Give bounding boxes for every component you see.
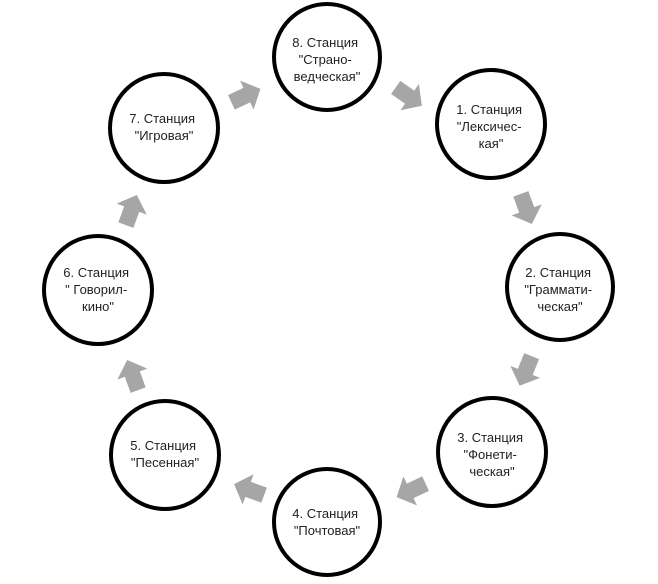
station-7-circle: [108, 72, 220, 184]
station-6-label: 6. Станция " Говорил- кино": [63, 265, 132, 314]
arrow-8-to-1: [391, 80, 422, 111]
arrow-2-to-3: [510, 353, 541, 386]
station-4: 4. Станция "Почтовая": [272, 467, 382, 577]
station-2: 2. Станция "Граммати- ческая": [505, 232, 615, 342]
station-2-circle: [505, 232, 615, 342]
station-1: 1. Станция "Лексичес- кая": [435, 68, 547, 180]
station-8-label: 8. Станция "Страно- ведческая": [292, 35, 361, 84]
station-3-label: 3. Станция "Фонети- ческая": [457, 430, 526, 479]
station-4-line-1: 4. Станция: [292, 506, 358, 521]
arrow-3-to-4: [396, 476, 429, 506]
arrow-1-to-2: [511, 191, 542, 224]
station-1-label: 1. Станция "Лексичес- кая": [456, 102, 525, 151]
station-7-line-2: "Игровая": [135, 128, 194, 143]
arrow-6-to-7: [116, 195, 147, 228]
arrow-7-to-8: [228, 80, 261, 110]
station-4-label: 4. Станция "Почтовая": [292, 506, 361, 538]
station-2-label: 2. Станция "Граммати- ческая": [524, 265, 595, 314]
station-2-line-2: "Граммати-: [524, 282, 592, 297]
station-1-line-2: "Лексичес-: [457, 119, 522, 134]
station-4-line-2: "Почтовая": [294, 523, 361, 538]
station-5: 5. Станция "Песенная": [109, 399, 221, 511]
station-2-line-3: ческая": [537, 299, 583, 314]
arrow-4-to-5: [234, 474, 267, 505]
station-5-label: 5. Станция "Песенная": [130, 438, 199, 470]
station-1-circle: [435, 68, 547, 180]
station-5-line-2: "Песенная": [131, 455, 200, 470]
station-3: 3. Станция "Фонети- ческая": [436, 396, 548, 508]
arrow-5-to-6: [117, 360, 148, 393]
station-1-line-3: кая": [479, 136, 504, 151]
station-1-line-1: 1. Станция: [456, 102, 522, 117]
station-6-line-2: " Говорил-: [65, 282, 127, 297]
station-8-line-1: 8. Станция: [292, 35, 358, 50]
station-7-line-1: 7. Станция: [129, 111, 195, 126]
station-3-circle: [436, 396, 548, 508]
station-8-line-3: ведческая": [294, 69, 361, 84]
station-7-label: 7. Станция "Игровая": [129, 111, 198, 143]
station-6-circle: [42, 234, 154, 346]
station-2-line-1: 2. Станция: [525, 265, 591, 280]
station-4-circle: [272, 467, 382, 577]
station-8-circle: [272, 2, 382, 112]
station-7: 7. Станция "Игровая": [108, 72, 220, 184]
station-6: 6. Станция " Говорил- кино": [42, 234, 154, 346]
station-6-line-1: 6. Станция: [63, 265, 129, 280]
station-8-line-2: "Страно-: [299, 52, 352, 67]
station-3-line-2: "Фонети-: [464, 447, 517, 462]
station-5-line-1: 5. Станция: [130, 438, 196, 453]
station-3-line-3: ческая": [469, 464, 515, 479]
station-5-circle: [109, 399, 221, 511]
station-8: 8. Станция "Страно- ведческая": [272, 2, 382, 112]
station-6-line-3: кино": [82, 299, 114, 314]
station-3-line-1: 3. Станция: [457, 430, 523, 445]
